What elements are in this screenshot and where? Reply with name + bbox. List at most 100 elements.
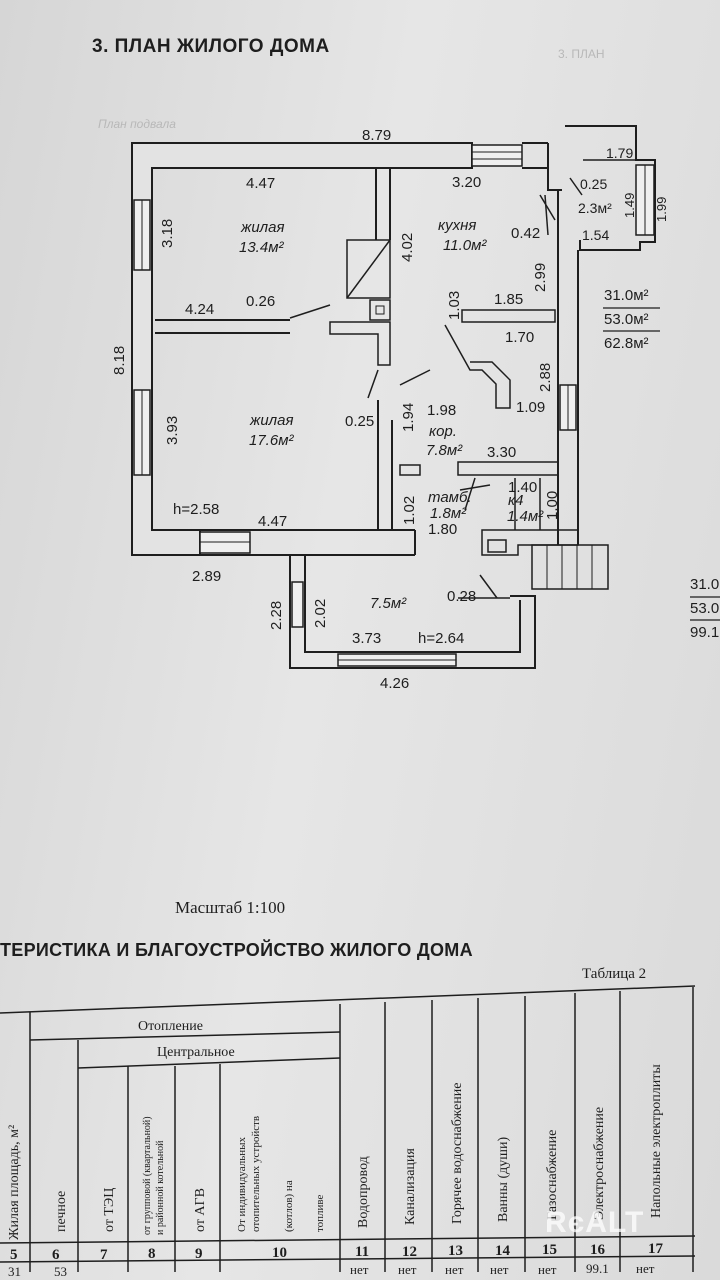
ghost-text: План подвала [98, 117, 176, 131]
room-area: 13.4м² [239, 239, 284, 256]
plan-label: 2.02 [312, 599, 329, 628]
plan-label: 1.40 [508, 479, 537, 496]
plan-label: 1.00 [544, 491, 561, 520]
section-title: ТЕРИСТИКА И БЛАГОУСТРОЙСТВО ЖИЛОГО ДОМА [0, 940, 473, 960]
column-number: 11 [355, 1244, 369, 1260]
watermark-logo: RєALT [545, 1206, 645, 1239]
table-number: Таблица 2 [582, 966, 647, 982]
table-header: Газоснабжение [545, 1130, 560, 1220]
plan-label: 3.30 [487, 444, 516, 461]
plan-total: 53.0м² [604, 311, 649, 328]
plan-label: 4.24 [185, 301, 214, 318]
plan-label: 4.02 [399, 233, 416, 262]
table-header: Жилая площадь, м² [7, 1125, 22, 1240]
table-header: Ванны (души) [496, 1137, 511, 1223]
table-cell: нет [538, 1262, 557, 1277]
scale-label: Масштаб 1:100 [175, 898, 286, 917]
table-header: Электроснабжение [592, 1107, 607, 1220]
table-cell: 31 [8, 1264, 21, 1279]
table-header: Горячее водоснабжение [450, 1083, 465, 1224]
table-cell: нет [445, 1262, 464, 1277]
room-label: кухня [438, 217, 476, 234]
room-label: жилая [249, 412, 293, 429]
table-header: и районной котельной [155, 1140, 166, 1235]
plan-label: 4.26 [380, 675, 409, 692]
plan-label: 1.03 [446, 291, 463, 320]
plan-label: 0.42 [511, 225, 540, 242]
plan-label: 2.28 [268, 601, 285, 630]
plan-label: 1.54 [582, 227, 609, 243]
page-title: 3. ПЛАН ЖИЛОГО ДОМА [92, 36, 330, 57]
plan-label: 8.79 [362, 127, 391, 144]
plan-label: 1.80 [428, 521, 457, 538]
plan-label: 3.93 [164, 416, 181, 445]
column-number: 13 [448, 1243, 463, 1259]
room-label: к4 [508, 492, 523, 509]
plan-label: 0.28 [447, 588, 476, 605]
plan-label: 2.89 [192, 568, 221, 585]
table-header: топливе [314, 1194, 326, 1232]
plan-label: 1.09 [516, 399, 545, 416]
room-area: 7.5м² [370, 595, 407, 612]
table-cell: нет [398, 1262, 417, 1277]
plan-label: 8.18 [111, 346, 128, 375]
column-number: 5 [10, 1247, 18, 1263]
plan-label: 1.02 [401, 496, 418, 525]
column-number: 16 [590, 1242, 606, 1258]
column-number: 14 [495, 1243, 511, 1259]
table-cell: нет [636, 1261, 655, 1276]
column-number: 12 [402, 1244, 417, 1260]
table-header: печное [54, 1191, 69, 1232]
room-label: кор. [429, 423, 457, 440]
table-header: отопительных устройств [250, 1116, 262, 1232]
plan-total: 31.0м² [604, 287, 649, 304]
plan-label: 1.70 [505, 329, 534, 346]
plan-label: h=2.64 [418, 630, 464, 647]
plan-label: 0.25 [345, 413, 374, 430]
table-header: От индивидуальных [236, 1136, 248, 1232]
table-header: от АГВ [193, 1188, 208, 1232]
plan-label: 1.49 [622, 193, 637, 218]
plan-label: 1.98 [427, 402, 456, 419]
table-header: от групповой (квартальной) [142, 1116, 153, 1235]
floor-plan: 8.79 4.47 3.20 1.79 0.25 2.3м² 1.54 1.49… [111, 125, 720, 692]
room-area: 1.4м² [507, 508, 544, 525]
table-header: от ТЭЦ [102, 1188, 117, 1232]
plan-total: 53.0 [690, 600, 719, 617]
room-area: 7.8м² [426, 442, 463, 459]
table-header: Канализация [403, 1148, 418, 1225]
column-number: 15 [542, 1242, 557, 1258]
plan-total: 31.0 [690, 576, 719, 593]
table-header: Напольные электроплиты [649, 1064, 664, 1218]
room-area: 1.8м² [430, 505, 467, 522]
ghost-text: 3. ПЛАН [558, 47, 605, 61]
table-cell: 99.1 [586, 1261, 609, 1276]
column-number: 10 [272, 1245, 287, 1261]
plan-label: 3.73 [352, 630, 381, 647]
table-header: Отопление [138, 1019, 203, 1034]
plan-total: 99.1 [690, 624, 719, 641]
table-cell: 53 [54, 1264, 67, 1279]
plan-label: 4.47 [258, 513, 287, 530]
plan-label: 4.47 [246, 175, 275, 192]
room-label: жилая [240, 219, 284, 236]
plan-label: 1.85 [494, 291, 523, 308]
room-label: тамб. [428, 489, 472, 506]
table-header: (котлов) на [283, 1180, 295, 1232]
plan-label: 0.26 [246, 293, 275, 310]
plan-label: h=2.58 [173, 501, 219, 518]
room-area: 11.0м² [443, 237, 487, 254]
room-area: 17.6м² [249, 432, 294, 449]
plan-total: 62.8м² [604, 335, 649, 352]
plan-label: 0.25 [580, 176, 607, 192]
plan-label: 2.99 [532, 263, 549, 292]
plan-label: 1.79 [606, 145, 633, 161]
table-cell: нет [350, 1262, 369, 1277]
table-cell: нет [490, 1262, 509, 1277]
column-number: 9 [195, 1246, 203, 1262]
column-number: 8 [148, 1246, 156, 1262]
plan-label: 2.88 [537, 363, 554, 392]
table-header: Центральное [157, 1045, 235, 1060]
plan-label: 3.20 [452, 174, 481, 191]
